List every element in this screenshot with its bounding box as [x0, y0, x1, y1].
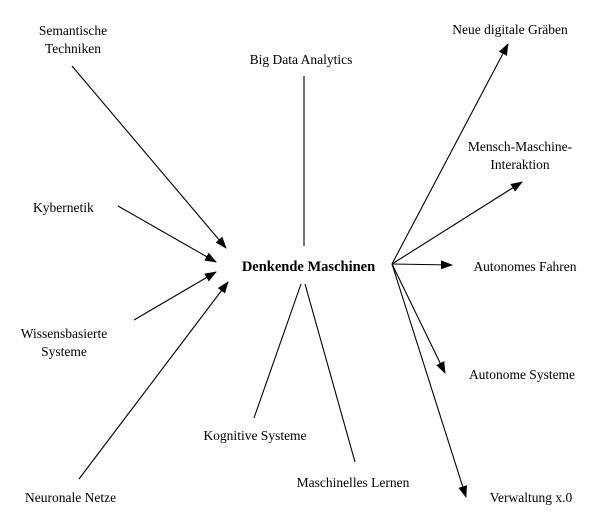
edge-neuronale-netze	[78, 281, 229, 480]
node-kognitive-systeme: Kognitive Systeme	[190, 427, 320, 445]
edge-kognitive-systeme	[253, 283, 302, 419]
edge-autonome-systeme	[391, 263, 446, 374]
edge-mensch-maschine-interaktion	[391, 181, 523, 265]
node-label-line: Semantische	[38, 23, 108, 38]
node-label-line: Autonomes Fahren	[473, 259, 577, 274]
node-label-line: Kognitive Systeme	[203, 428, 307, 443]
node-neuronale-netze: Neuronale Netze	[25, 489, 145, 507]
node-label-line: Verwaltung x.0	[489, 490, 573, 505]
node-label-line: Neuronale Netze	[25, 490, 117, 505]
node-maschinelles-lernen: Maschinelles Lernen	[283, 474, 423, 492]
node-label-line: Techniken	[44, 41, 102, 56]
node-kybernetik: Kybernetik	[33, 199, 113, 217]
edge-autonomes-fahren	[391, 260, 453, 270]
edge-maschinelles-lernen	[304, 283, 356, 463]
edge-neue-digitale-graeben	[391, 43, 509, 265]
node-label-line: Neue digitale Gräben	[452, 22, 568, 37]
node-label-line: Systeme	[41, 344, 87, 359]
node-label-line: Kybernetik	[33, 200, 94, 215]
edge-semantische-techniken	[71, 65, 227, 249]
edge-wissensbasierte-systeme	[133, 271, 217, 321]
node-label-line: Interaktion	[490, 157, 550, 172]
node-autonomes-fahren: Autonomes Fahren	[458, 258, 592, 276]
node-neue-digitale-graeben: Neue digitale Gräben	[436, 21, 584, 39]
node-autonome-systeme: Autonome Systeme	[452, 366, 592, 384]
node-label-line: Autonome Systeme	[468, 367, 576, 382]
node-label-line: Big Data Analytics	[249, 52, 353, 67]
node-verwaltung: Verwaltung x.0	[476, 489, 586, 507]
center-node-denkende-maschinen: Denkende Maschinen	[241, 259, 376, 275]
connector-edges	[71, 43, 523, 498]
edge-verwaltung	[391, 263, 467, 498]
node-big-data-analytics: Big Data Analytics	[236, 51, 366, 69]
node-mensch-maschine-interaktion: Mensch-Maschine- Interaktion	[455, 138, 585, 174]
edge-kybernetik	[117, 205, 217, 263]
node-label-line: Maschinelles Lernen	[296, 475, 410, 490]
node-label-line: Wissensbasierte	[20, 326, 108, 341]
node-label-line: Mensch-Maschine-	[467, 139, 573, 154]
